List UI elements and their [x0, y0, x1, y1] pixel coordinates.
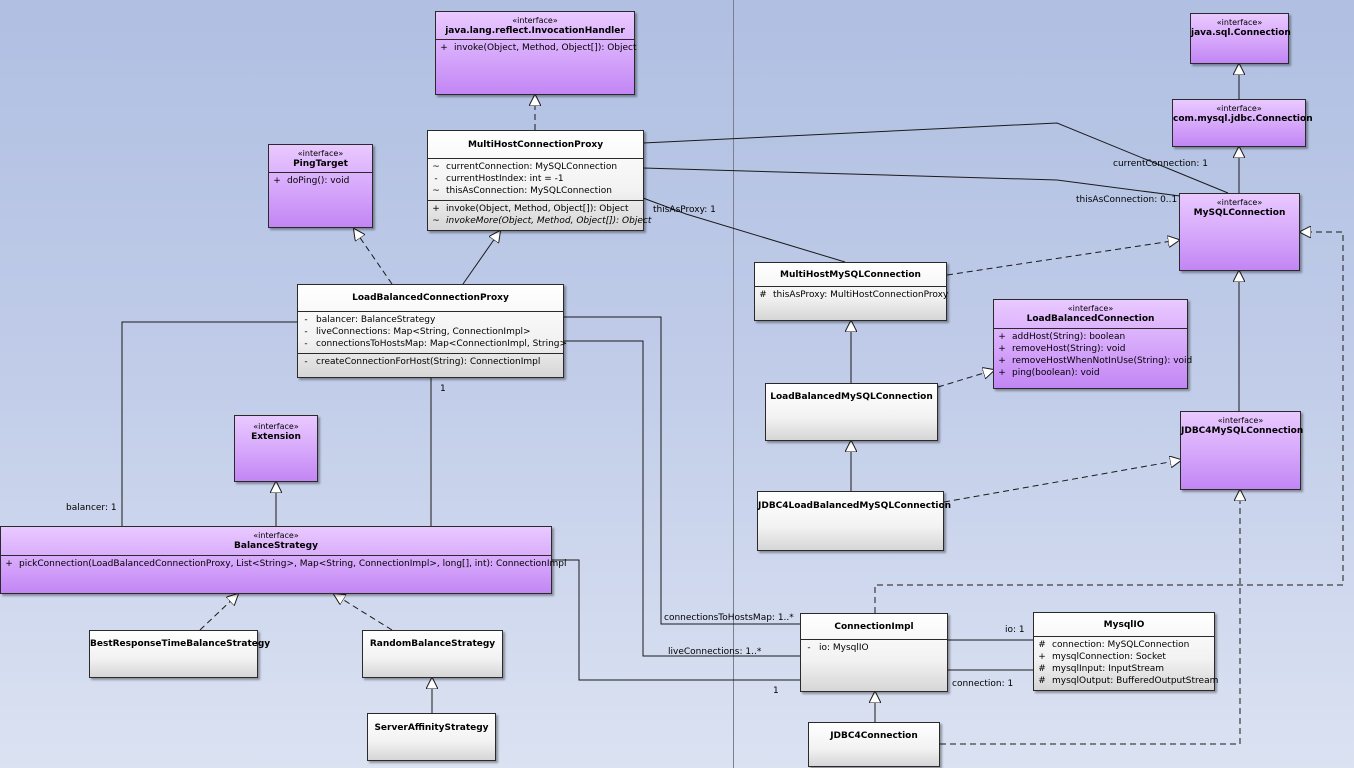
- stereotype: «interface»: [1067, 304, 1114, 313]
- class-java-sql-connection[interactable]: «interface»java.sql.Connection: [1190, 13, 1291, 64]
- class-name: LoadBalancedMySQLConnection: [770, 392, 933, 402]
- label-this-as-proxy: thisAsProxy: 1: [653, 205, 716, 215]
- class-random-balance-strategy[interactable]: RandomBalanceStrategy: [362, 630, 503, 678]
- class-extension[interactable]: «interface»Extension: [234, 415, 318, 482]
- label-this-as-connection: thisAsConnection: 0..1: [1076, 195, 1178, 205]
- class-jdbc4-load-balanced-mysql-connection[interactable]: JDBC4LoadBalancedMySQLConnection: [757, 491, 952, 551]
- realize-random-strategy: [334, 594, 393, 631]
- operation-row: +invoke(Object, Method, Object[]): Objec…: [432, 204, 629, 214]
- attribute-row: -connectionsToHostsMap: Map<ConnectionIm…: [304, 339, 568, 349]
- operation-row: +doPing(): void: [273, 176, 350, 186]
- label-connection: connection: 1: [952, 679, 1014, 689]
- class-mysql-io[interactable]: MysqlIO #connection: MySQLConnection +my…: [1033, 612, 1219, 691]
- attribute-row: ~thisAsConnection: MySQLConnection: [432, 186, 612, 196]
- assoc-this-as-connection: [642, 167, 1181, 197]
- class-jdbc4-connection[interactable]: JDBC4Connection: [808, 722, 940, 767]
- class-name: RandomBalanceStrategy: [369, 639, 496, 649]
- label-lbproxy-multiplicity: 1: [440, 384, 446, 394]
- class-server-affinity-strategy[interactable]: ServerAffinityStrategy: [367, 713, 496, 761]
- attribute-row: -balancer: BalanceStrategy: [304, 315, 436, 325]
- attribute-row: -currentHostIndex: int = -1: [434, 174, 564, 184]
- operation-row: +invoke(Object, Method, Object[]): Objec…: [440, 43, 637, 53]
- attribute-row: -liveConnections: Map<String, Connection…: [304, 327, 531, 337]
- assoc-conn-to-hosts: [563, 316, 800, 625]
- stereotype: «interface»: [253, 422, 299, 431]
- stereotype: «interface»: [1217, 416, 1264, 425]
- attribute-row: #connection: MySQLConnection: [1038, 640, 1190, 650]
- attribute-row: #thisAsProxy: MultiHostConnectionProxy: [759, 290, 949, 300]
- class-mysql-connection[interactable]: «interface»MySQLConnection: [1179, 193, 1300, 271]
- class-multi-host-connection-proxy[interactable]: MultiHostConnectionProxy ~currentConnect…: [427, 130, 652, 231]
- realize-multihost-mysqlconn: [946, 240, 1179, 276]
- operation-row: +ping(boolean): void: [998, 368, 1100, 378]
- class-name: LoadBalancedConnectionProxy: [352, 293, 509, 303]
- stereotype: «interface»: [512, 16, 558, 25]
- realize-lbmysql-lbconn: [937, 370, 994, 388]
- attribute-row: #mysqlOutput: BufferedOutputStream: [1038, 676, 1219, 686]
- assoc-current-connection: [642, 122, 1229, 194]
- realize-lbproxy-pingtarget: [354, 229, 393, 285]
- class-multi-host-mysql-connection[interactable]: MultiHostMySQLConnection #thisAsProxy: M…: [754, 262, 949, 321]
- class-name: JDBC4MySQLConnection: [1181, 426, 1304, 436]
- class-name: MySQLConnection: [1193, 208, 1286, 218]
- class-name: MultiHostMySQLConnection: [780, 270, 921, 280]
- class-name: ServerAffinityStrategy: [374, 723, 489, 733]
- label-connections-to-hosts: connectionsToHostsMap: 1..*: [664, 613, 794, 623]
- class-name: PingTarget: [293, 159, 348, 169]
- class-load-balanced-connection-proxy[interactable]: LoadBalancedConnectionProxy -balancer: B…: [297, 284, 568, 378]
- operation-row: ~invokeMore(Object, Method, Object[]): O…: [432, 216, 652, 226]
- class-name: LoadBalancedConnection: [1026, 314, 1155, 324]
- class-name: java.lang.reflect.InvocationHandler: [445, 26, 625, 36]
- realize-jdbc4lb-jdbc4mysql: [943, 460, 1181, 503]
- attribute-row: -io: MysqlIO: [807, 643, 869, 653]
- realize-bestresponse-strategy: [199, 594, 238, 631]
- attribute-row: +mysqlConnection: Socket: [1038, 652, 1166, 662]
- class-name: MysqlIO: [1103, 620, 1145, 630]
- class-name: BalanceStrategy: [234, 541, 318, 551]
- operation-row: +addHost(String): boolean: [998, 332, 1126, 342]
- label-strategy-multiplicity: 1: [773, 686, 779, 696]
- label-balancer: balancer: 1: [66, 503, 117, 513]
- class-name: BestResponseTimeBalanceStrategy: [90, 639, 271, 649]
- label-live-connections: liveConnections: 1..*: [668, 647, 762, 657]
- class-mysql-jdbc-connection[interactable]: «interface»com.mysql.jdbc.Connection: [1172, 99, 1313, 147]
- operation-row: -createConnectionForHost(String): Connec…: [304, 357, 541, 367]
- label-io: io: 1: [1005, 625, 1025, 635]
- class-load-balanced-connection[interactable]: «interface»LoadBalancedConnection +addHo…: [993, 299, 1193, 389]
- attribute-row: ~currentConnection: MySQLConnection: [432, 162, 618, 172]
- class-ping-target[interactable]: «interface»PingTarget +doPing(): void: [268, 144, 373, 228]
- stereotype: «interface»: [1216, 104, 1262, 113]
- class-best-response-time-strategy[interactable]: BestResponseTimeBalanceStrategy: [89, 630, 271, 678]
- class-name: ConnectionImpl: [834, 622, 914, 632]
- operation-row: +removeHostWhenNotInUse(String): void: [998, 356, 1193, 366]
- stereotype: «interface»: [1216, 198, 1263, 207]
- generalize-lbproxy-proxy: [462, 231, 500, 285]
- class-name: JDBC4LoadBalancedMySQLConnection: [758, 501, 952, 511]
- class-connection-impl[interactable]: ConnectionImpl -io: MysqlIO: [800, 613, 948, 692]
- class-balance-strategy[interactable]: «interface»BalanceStrategy +pickConnecti…: [0, 526, 567, 594]
- class-name: java.sql.Connection: [1191, 28, 1291, 38]
- attribute-row: #mysqlInput: InputStream: [1038, 664, 1165, 674]
- stereotype: «interface»: [297, 149, 344, 158]
- label-current-connection: currentConnection: 1: [1113, 159, 1209, 169]
- stereotype: «interface»: [1216, 18, 1263, 27]
- class-name: Extension: [251, 432, 301, 442]
- class-jdbc4-mysql-connection[interactable]: «interface»JDBC4MySQLConnection: [1180, 411, 1304, 490]
- operation-row: +pickConnection(LoadBalancedConnectionPr…: [5, 559, 567, 569]
- class-name: com.mysql.jdbc.Connection: [1173, 114, 1313, 124]
- class-name: JDBC4Connection: [830, 731, 918, 741]
- class-load-balanced-mysql-connection[interactable]: LoadBalancedMySQLConnection: [765, 383, 938, 441]
- stereotype: «interface»: [253, 531, 299, 540]
- class-name: MultiHostConnectionProxy: [467, 140, 604, 150]
- class-invocation-handler[interactable]: «interface»java.lang.reflect.InvocationH…: [435, 11, 637, 95]
- operation-row: +removeHost(String): void: [998, 344, 1126, 354]
